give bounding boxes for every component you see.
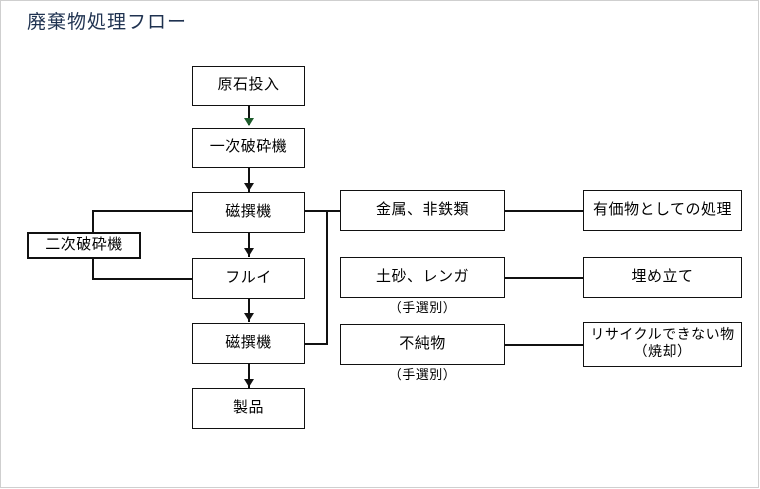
connector-sorter2-to-product: [248, 363, 250, 388]
node-landfill-label: 埋め立て: [631, 268, 694, 285]
node-metals-label: 金属、非鉄類: [375, 201, 469, 218]
node-impurities-label: 不純物: [399, 335, 446, 352]
connector-raw-to-primary: [248, 105, 250, 125]
connector-sorter1-to-screen: [248, 232, 250, 257]
connector-spine-to-sorter2: [305, 343, 328, 345]
node-valuable-material-label: 有価物としての処理: [592, 201, 733, 218]
node-raw-input[interactable]: 原石投入: [192, 66, 305, 106]
node-primary-crusher-label: 一次破砕機: [209, 139, 288, 156]
connector-screen-to-sorter2: [248, 298, 250, 322]
node-magnetic-sorter-2-label: 磁撰機: [225, 334, 272, 351]
sublabel-impurities: （手選別）: [388, 367, 457, 382]
connector-metals-to-valuable: [505, 210, 584, 212]
node-soil-brick[interactable]: 土砂、レンガ: [340, 257, 505, 298]
node-magnetic-sorter-1[interactable]: 磁撰機: [192, 192, 305, 233]
sublabel-soil-brick: （手選別）: [388, 300, 457, 315]
arrowhead-sorter2-to-product: [244, 379, 254, 387]
arrowhead-primary-to-sorter1: [244, 183, 254, 191]
node-valuable-material[interactable]: 有価物としての処理: [583, 190, 742, 231]
node-non-recyclable-label-line2: （焼却）: [633, 344, 692, 360]
connector-secondary-to-screen: [92, 278, 193, 280]
node-magnetic-sorter-2[interactable]: 磁撰機: [192, 323, 305, 364]
node-landfill[interactable]: 埋め立て: [583, 257, 742, 298]
node-screen-label: フルイ: [225, 269, 272, 286]
node-product[interactable]: 製品: [192, 388, 305, 429]
arrowhead-sorter1-to-screen: [244, 248, 254, 256]
node-screen[interactable]: フルイ: [192, 258, 305, 299]
connector-impurities-to-nonrecyclable: [505, 344, 584, 346]
node-impurities[interactable]: 不純物: [340, 324, 505, 365]
node-primary-crusher[interactable]: 一次破砕機: [192, 128, 305, 168]
node-secondary-crusher[interactable]: 二次破砕機: [27, 232, 141, 259]
node-non-recyclable-label-line1: リサイクルできない物: [590, 327, 735, 343]
connector-primary-to-sorter1: [248, 167, 250, 192]
node-product-label: 製品: [232, 399, 264, 416]
node-secondary-crusher-label: 二次破砕機: [45, 236, 123, 253]
connector-sorter1-to-secondary: [92, 210, 193, 212]
page-title: 廃棄物処理フロー: [27, 12, 188, 33]
connector-output-branch-spine: [326, 210, 328, 345]
node-non-recyclable[interactable]: リサイクルできない物 （焼却）: [583, 322, 742, 367]
node-metals[interactable]: 金属、非鉄類: [340, 190, 505, 231]
node-magnetic-sorter-1-label: 磁撰機: [225, 203, 272, 220]
arrowhead-screen-to-sorter2: [244, 313, 254, 321]
node-raw-input-label: 原石投入: [217, 77, 280, 94]
node-soil-brick-label: 土砂、レンガ: [375, 268, 469, 285]
connector-sorter1-to-metals: [305, 210, 340, 212]
connector-soil-to-landfill: [505, 277, 584, 279]
arrowhead-raw-to-primary: [244, 118, 254, 126]
